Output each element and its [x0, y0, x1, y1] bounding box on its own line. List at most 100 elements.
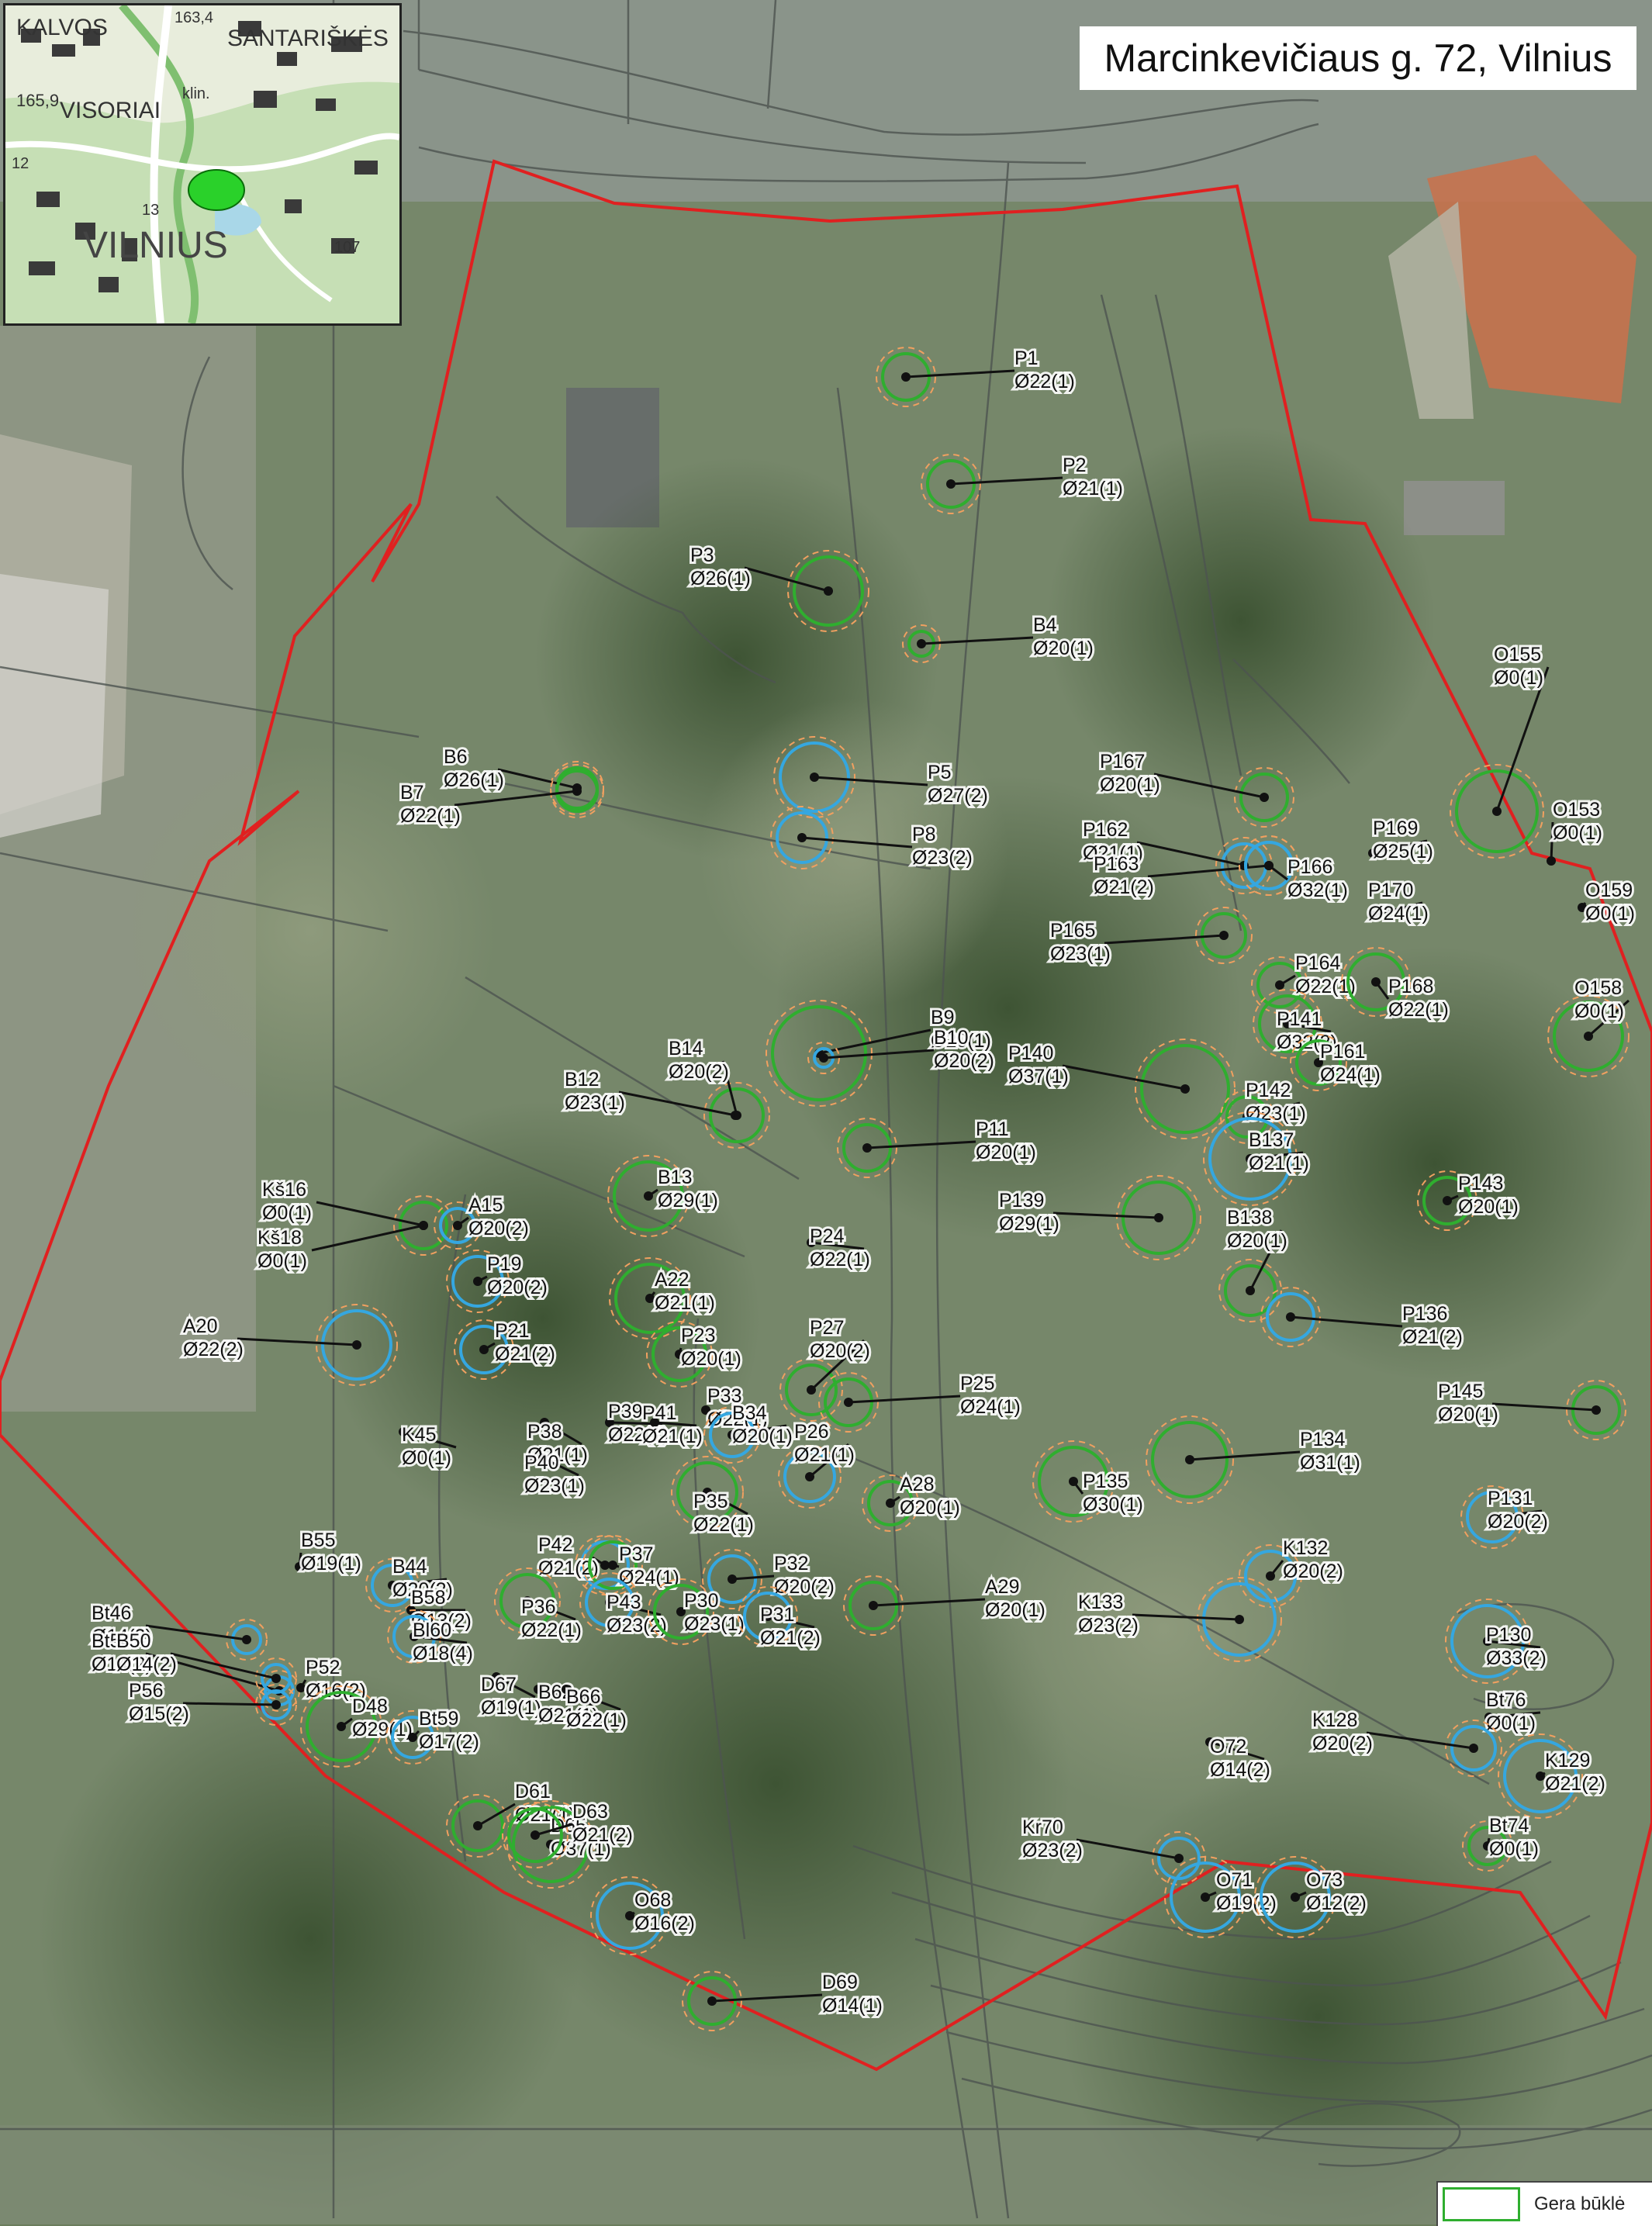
tree-diameter-label: Ø24(1) [1320, 1064, 1381, 1086]
tree-diameter-label: Ø20(2) [392, 1579, 453, 1601]
tree-id-label: P38 [527, 1421, 562, 1443]
tree-crown-circle [1295, 1039, 1342, 1086]
tree-id-label: P1 [1014, 347, 1039, 369]
tree-diameter-label: Ø21(1) [655, 1292, 715, 1314]
tree-leader-line [1486, 1837, 1491, 1847]
